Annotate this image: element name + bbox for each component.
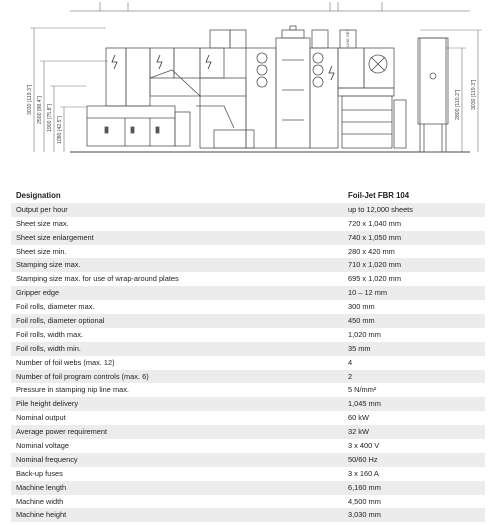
table-row: Foil rolls, diameter optional 450 mm bbox=[11, 314, 485, 328]
row-label: Stamping size max. for use of wrap-aroun… bbox=[16, 274, 179, 284]
row-value: 4,500 mm bbox=[348, 496, 381, 506]
dimension-label-3030: 3030 [119.3"] bbox=[27, 84, 33, 115]
row-value: 450 mm bbox=[348, 316, 375, 326]
dimension-label-2800: 2800 [110.2"] bbox=[455, 89, 461, 120]
row-value: 3 x 160 A bbox=[348, 468, 379, 478]
table-row: Sheet size min. 280 x 420 mm bbox=[11, 245, 485, 259]
table-row: Nominal frequency 50/60 Hz bbox=[11, 452, 485, 467]
machine-side-view-drawing: 3030 [119.3"] 2500 [98.4"] 1900 [75.8"] … bbox=[27, 2, 482, 153]
row-value: 3,030 mm bbox=[348, 510, 381, 520]
row-label: Nominal output bbox=[16, 413, 66, 423]
table-row: Foil rolls, width min. 35 mm bbox=[11, 341, 485, 356]
table-row: Back-up fuses 3 x 160 A bbox=[11, 467, 485, 481]
row-value: 2 bbox=[348, 371, 353, 381]
table-row: Average power requirement 32 kW bbox=[11, 425, 485, 440]
table-row: Number of foil webs (max. 12) 4 bbox=[11, 356, 485, 370]
row-value: 50/60 Hz bbox=[348, 454, 378, 464]
row-label: Nominal frequency bbox=[16, 454, 78, 464]
table-header-row: Designation Foil-Jet FBR 104 bbox=[11, 189, 485, 203]
dimension-label-2500: 2500 [98.4"] bbox=[37, 96, 43, 124]
row-value: 300 mm bbox=[348, 302, 375, 312]
row-label: Machine width bbox=[16, 496, 64, 506]
row-label: Machine length bbox=[16, 482, 67, 492]
row-value: 60 kW bbox=[348, 413, 369, 423]
row-value: 710 x 1,020 mm bbox=[348, 260, 401, 270]
table-row: Machine length 6,160 mm bbox=[11, 480, 485, 495]
row-label: Sheet size min. bbox=[16, 246, 67, 256]
row-value: 695 x 1,020 mm bbox=[348, 274, 401, 284]
row-value: 6,160 mm bbox=[348, 482, 381, 492]
row-value: 1,045 mm bbox=[348, 399, 381, 409]
panel-label: LINE SET bbox=[345, 29, 350, 47]
table-row: Sheet size enlargement 740 x 1,050 mm bbox=[11, 230, 485, 245]
row-label: Sheet size max. bbox=[16, 218, 69, 228]
row-label: Gripper edge bbox=[16, 288, 60, 298]
row-value: 720 x 1,040 mm bbox=[348, 218, 401, 228]
table-row: Pile height delivery 1,045 mm bbox=[11, 397, 485, 412]
row-label: Machine height bbox=[16, 510, 67, 520]
row-label: Pile height delivery bbox=[16, 399, 79, 409]
row-label: Number of foil program controls (max. 6) bbox=[16, 371, 149, 381]
row-value: 3 x 400 V bbox=[348, 441, 380, 451]
table-row: Pressure in stamping nip line max. 5 N/m… bbox=[11, 383, 485, 397]
row-value: 32 kW bbox=[348, 427, 369, 437]
row-label: Foil rolls, width max. bbox=[16, 329, 83, 339]
header-designation: Designation bbox=[16, 191, 61, 200]
table-row: Machine height 3,030 mm bbox=[11, 508, 485, 523]
row-label: Number of foil webs (max. 12) bbox=[16, 357, 115, 367]
row-label: Pressure in stamping nip line max. bbox=[16, 385, 129, 395]
row-value: 740 x 1,050 mm bbox=[348, 232, 401, 242]
row-value: 5 N/mm² bbox=[348, 385, 377, 395]
row-label: Foil rolls, diameter optional bbox=[16, 316, 105, 326]
table-row: Machine width 4,500 mm bbox=[11, 495, 485, 509]
row-label: Stamping size max. bbox=[16, 260, 81, 270]
row-label: Average power requirement bbox=[16, 427, 108, 437]
table-row: Stamping size max. for use of wrap-aroun… bbox=[11, 272, 485, 286]
row-value: 280 x 420 mm bbox=[348, 246, 395, 256]
table-row: Output per hour up to 12,000 sheets bbox=[11, 202, 485, 217]
row-label: Sheet size enlargement bbox=[16, 232, 94, 242]
row-value: up to 12,000 sheets bbox=[348, 204, 413, 214]
row-value: 4 bbox=[348, 357, 353, 367]
row-value: 10 – 12 mm bbox=[348, 288, 388, 298]
row-label: Foil rolls, diameter max. bbox=[16, 302, 95, 312]
table-row: Nominal voltage 3 x 400 V bbox=[11, 439, 485, 453]
table-row: Sheet size max. 720 x 1,040 mm bbox=[11, 217, 485, 231]
dimension-label-3030-right: 3030 [119.3"] bbox=[471, 79, 477, 110]
row-label: Nominal voltage bbox=[16, 441, 69, 451]
table-row: Number of foil program controls (max. 6)… bbox=[11, 369, 485, 384]
row-label: Output per hour bbox=[16, 204, 68, 214]
table-row: Foil rolls, diameter max. 300 mm bbox=[11, 300, 485, 314]
table-row: Nominal output 60 kW bbox=[11, 411, 485, 425]
table-row: Gripper edge 10 – 12 mm bbox=[11, 286, 485, 301]
table-row: Stamping size max. 710 x 1,020 mm bbox=[11, 258, 485, 273]
header-model: Foil-Jet FBR 104 bbox=[348, 191, 410, 200]
row-value: 35 mm bbox=[348, 343, 371, 353]
table-row: Foil rolls, width max. 1,020 mm bbox=[11, 328, 485, 342]
dimension-label-1080: 1080 [42.5"] bbox=[57, 116, 63, 144]
dimension-label-1900: 1900 [75.8"] bbox=[47, 104, 53, 132]
row-value: 1,020 mm bbox=[348, 329, 381, 339]
specification-table: Designation Foil-Jet FBR 104 Output per … bbox=[11, 189, 485, 523]
row-label: Foil rolls, width min. bbox=[16, 343, 81, 353]
row-label: Back-up fuses bbox=[16, 468, 63, 478]
